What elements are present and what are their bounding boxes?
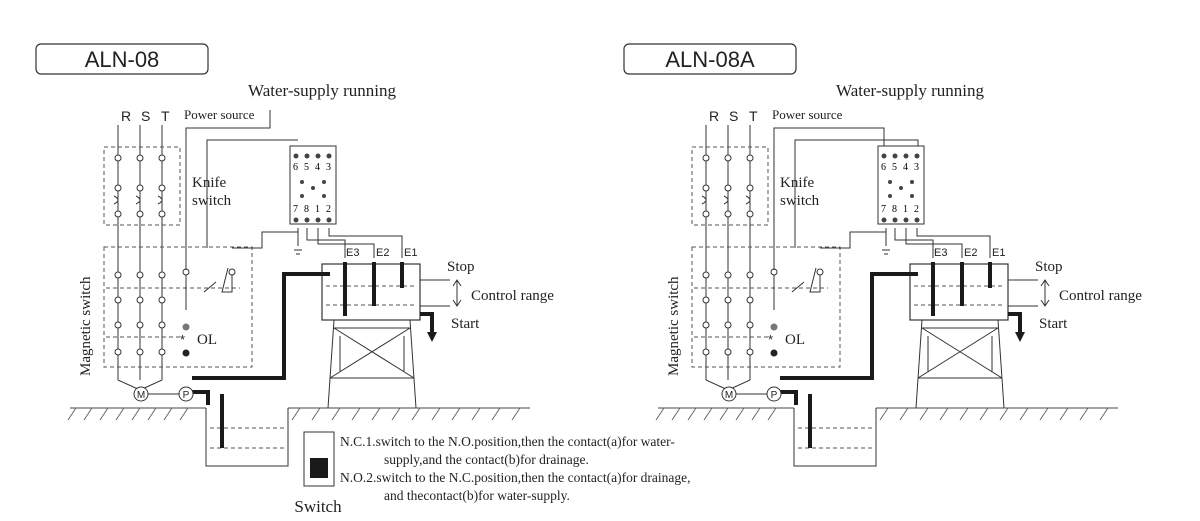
pump-label: P bbox=[183, 390, 190, 401]
power-source-label: Power source bbox=[772, 107, 843, 122]
switch-label: Switch bbox=[294, 497, 342, 516]
relay-pin-7: 7 bbox=[293, 204, 298, 215]
relay-pin-6: 6 bbox=[881, 162, 886, 173]
start-label: Start bbox=[1039, 316, 1068, 332]
control-range-label: Control range bbox=[1059, 288, 1142, 304]
electrode-e1: E1 bbox=[404, 247, 417, 259]
motor-label: M bbox=[137, 390, 145, 401]
power-source-label: Power source bbox=[184, 107, 255, 122]
knife-switch-label: Knife bbox=[780, 175, 814, 191]
switch-lever-icon bbox=[310, 458, 328, 478]
phase-t: T bbox=[749, 108, 758, 124]
motor-label: M bbox=[725, 390, 733, 401]
relay-pin-3: 3 bbox=[326, 162, 331, 173]
well bbox=[205, 408, 289, 467]
relay-socket bbox=[289, 145, 337, 225]
model-label: ALN-08 bbox=[85, 47, 160, 72]
note-line-4: and thecontact(b)for water-supply. bbox=[384, 488, 570, 503]
relay-pin-2: 2 bbox=[914, 204, 919, 215]
stop-label: Stop bbox=[447, 259, 475, 275]
phase-r: R bbox=[121, 108, 131, 124]
overload-label: OL bbox=[785, 332, 805, 348]
electrode-e2: E2 bbox=[964, 247, 977, 259]
pump-label: P bbox=[771, 390, 778, 401]
panel-aln-08a: ALN-08A Water-supply running R S T Power… bbox=[623, 43, 1142, 467]
electrode-e1: E1 bbox=[992, 247, 1005, 259]
overload-label: OL bbox=[197, 332, 217, 348]
relay-pin-4: 4 bbox=[315, 162, 320, 173]
relay-pin-4: 4 bbox=[903, 162, 908, 173]
magnetic-switch-box bbox=[103, 246, 253, 368]
phase-s: S bbox=[141, 108, 150, 124]
magnetic-switch-label: Magnetic switch bbox=[78, 276, 94, 376]
relay-pin-5: 5 bbox=[892, 162, 897, 173]
model-label: ALN-08A bbox=[665, 47, 755, 72]
electrode-e3: E3 bbox=[934, 247, 947, 259]
relay-pin-3: 3 bbox=[914, 162, 919, 173]
diagram-title: Water-supply running bbox=[836, 81, 984, 100]
water-tank bbox=[321, 263, 421, 321]
knife-switch-label-2: switch bbox=[780, 193, 820, 209]
note-line-2: supply,and the contact(b)for drainage. bbox=[384, 452, 589, 467]
tank-tower bbox=[327, 319, 417, 409]
knife-switch-label: Knife bbox=[192, 175, 226, 191]
phase-r: R bbox=[709, 108, 719, 124]
relay-pin-7: 7 bbox=[881, 204, 886, 215]
ol-star-icon: * bbox=[768, 332, 773, 347]
phase-t: T bbox=[161, 108, 170, 124]
relay-pin-5: 5 bbox=[304, 162, 309, 173]
switch-legend: Switch N.C.1.switch to the N.O.position,… bbox=[294, 431, 691, 516]
relay-pin-1: 1 bbox=[315, 204, 320, 215]
note-line-1: N.C.1.switch to the N.O.position,then th… bbox=[340, 434, 675, 449]
control-range-label: Control range bbox=[471, 288, 554, 304]
magnetic-switch-box bbox=[691, 246, 841, 368]
magnetic-switch-label: Magnetic switch bbox=[666, 276, 682, 376]
phase-s: S bbox=[729, 108, 738, 124]
relay-pin-1: 1 bbox=[903, 204, 908, 215]
relay-socket bbox=[877, 145, 925, 225]
well bbox=[793, 408, 877, 467]
stop-label: Stop bbox=[1035, 259, 1063, 275]
electrode-e2: E2 bbox=[376, 247, 389, 259]
relay-pin-6: 6 bbox=[293, 162, 298, 173]
relay-pin-2: 2 bbox=[326, 204, 331, 215]
knife-switch-label-2: switch bbox=[192, 193, 232, 209]
relay-pin-8: 8 bbox=[304, 204, 309, 215]
diagram-title: Water-supply running bbox=[248, 81, 396, 100]
water-tank bbox=[909, 263, 1009, 321]
start-label: Start bbox=[451, 316, 480, 332]
knife-switch-box bbox=[691, 146, 769, 226]
ol-star-icon: * bbox=[180, 332, 185, 347]
tank-tower bbox=[915, 319, 1005, 409]
knife-switch-box bbox=[103, 146, 181, 226]
note-line-3: N.O.2.switch to the N.C.position,then th… bbox=[340, 470, 691, 485]
panel-aln-08: ALN-08 Water-supply running R S T Power … bbox=[35, 43, 554, 467]
model-label-box bbox=[623, 43, 797, 75]
electrode-e3: E3 bbox=[346, 247, 359, 259]
relay-pin-8: 8 bbox=[892, 204, 897, 215]
model-label-box bbox=[35, 43, 209, 75]
